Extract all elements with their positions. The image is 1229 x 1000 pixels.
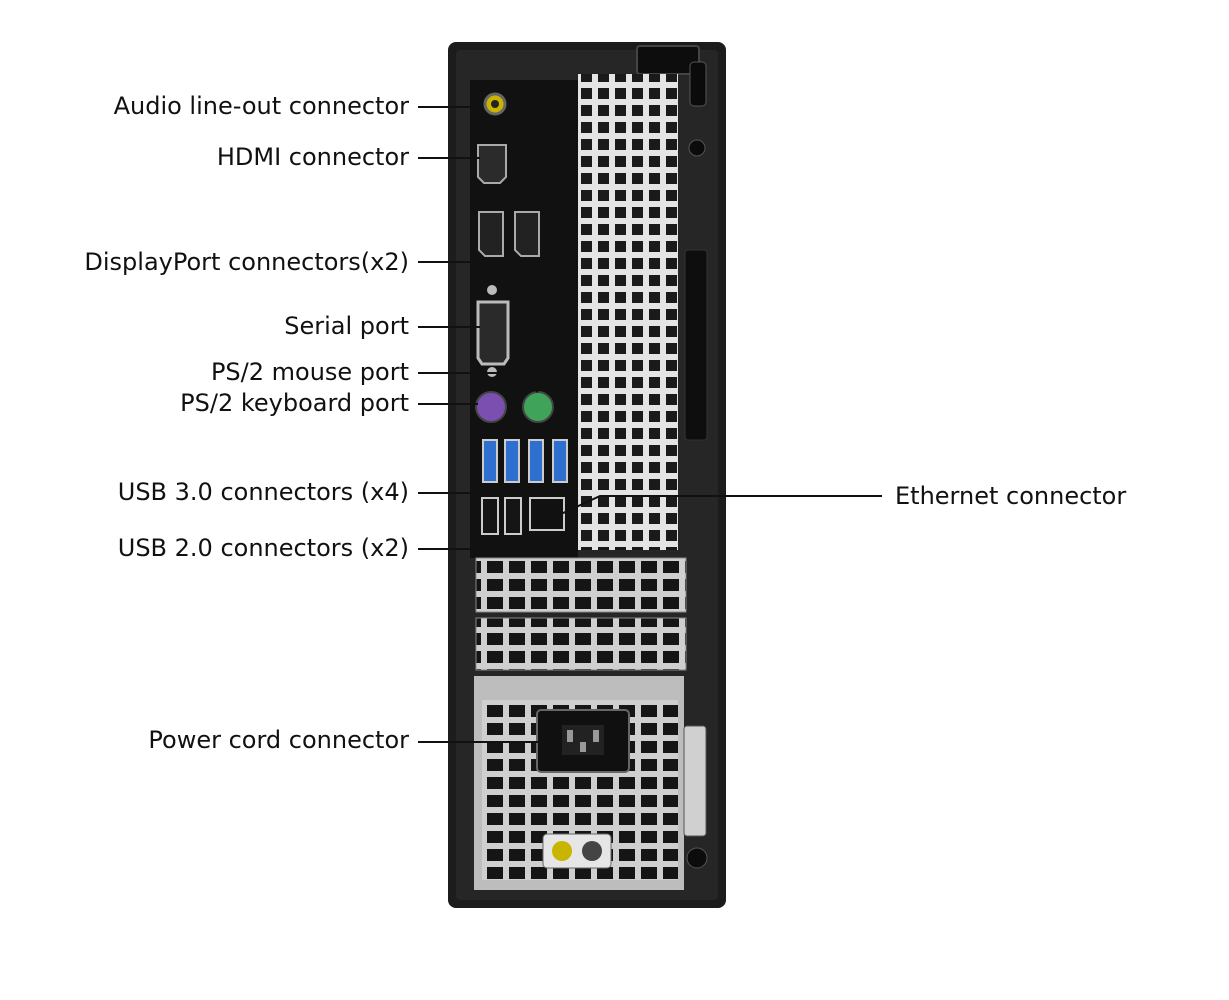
usb2-label: USB 2.0 connectors (x2) — [117, 534, 409, 562]
usb3-port-3 — [528, 439, 544, 483]
usb3-port-1 — [482, 439, 498, 483]
usb3-port-2 — [504, 439, 520, 483]
power-cord-label: Power cord connector — [148, 726, 409, 754]
serial-port-label: Serial port — [284, 312, 409, 340]
displayport-2 — [514, 211, 540, 257]
ethernet-label: Ethernet connector — [895, 482, 1127, 510]
leader-ethernet — [547, 495, 882, 521]
usb2-port-2 — [504, 497, 522, 535]
ps2-keyboard-label: PS/2 keyboard port — [180, 389, 409, 417]
leader-ps2-mouse — [418, 372, 539, 393]
ps2-mouse-port — [522, 391, 554, 423]
ps2-keyboard-port — [475, 391, 507, 423]
usb3-port-4 — [552, 439, 568, 483]
ps2-mouse-label: PS/2 mouse port — [210, 358, 409, 386]
expansion-slot-2 — [475, 617, 687, 671]
vent-grid — [578, 74, 678, 550]
usb2-port-1 — [481, 497, 499, 535]
expansion-slot-1 — [475, 557, 687, 613]
usb3-label: USB 3.0 connectors (x4) — [117, 478, 409, 506]
hdmi-label: HDMI connector — [216, 143, 409, 171]
serial-port — [476, 300, 510, 366]
audio-line-out-label: Audio line-out connector — [113, 92, 409, 120]
ethernet-port — [529, 497, 565, 531]
displayport-label: DisplayPort connectors(x2) — [84, 248, 409, 276]
hdmi-port — [477, 144, 507, 184]
displayport-1 — [478, 211, 504, 257]
